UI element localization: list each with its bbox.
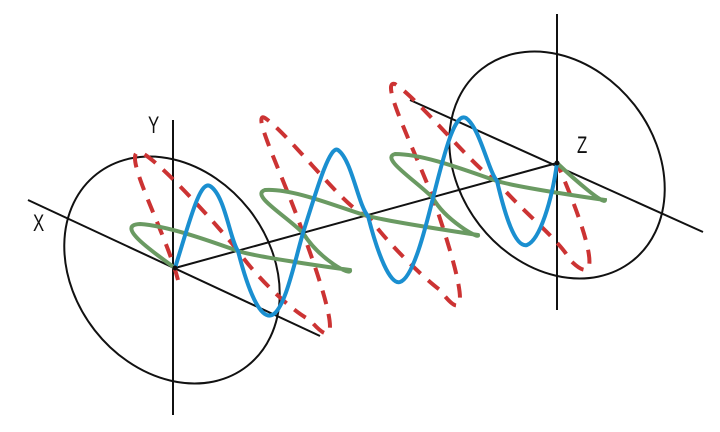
left-origin — [172, 265, 178, 271]
right-polarization-ellipse — [448, 50, 666, 280]
blue-wave — [173, 115, 559, 318]
z-axis-label: Z — [577, 132, 588, 159]
left-polarization-ellipse — [63, 155, 281, 385]
right-origin — [554, 160, 560, 166]
y-axis-label: Y — [148, 112, 160, 139]
x-axis-label: X — [33, 210, 45, 237]
